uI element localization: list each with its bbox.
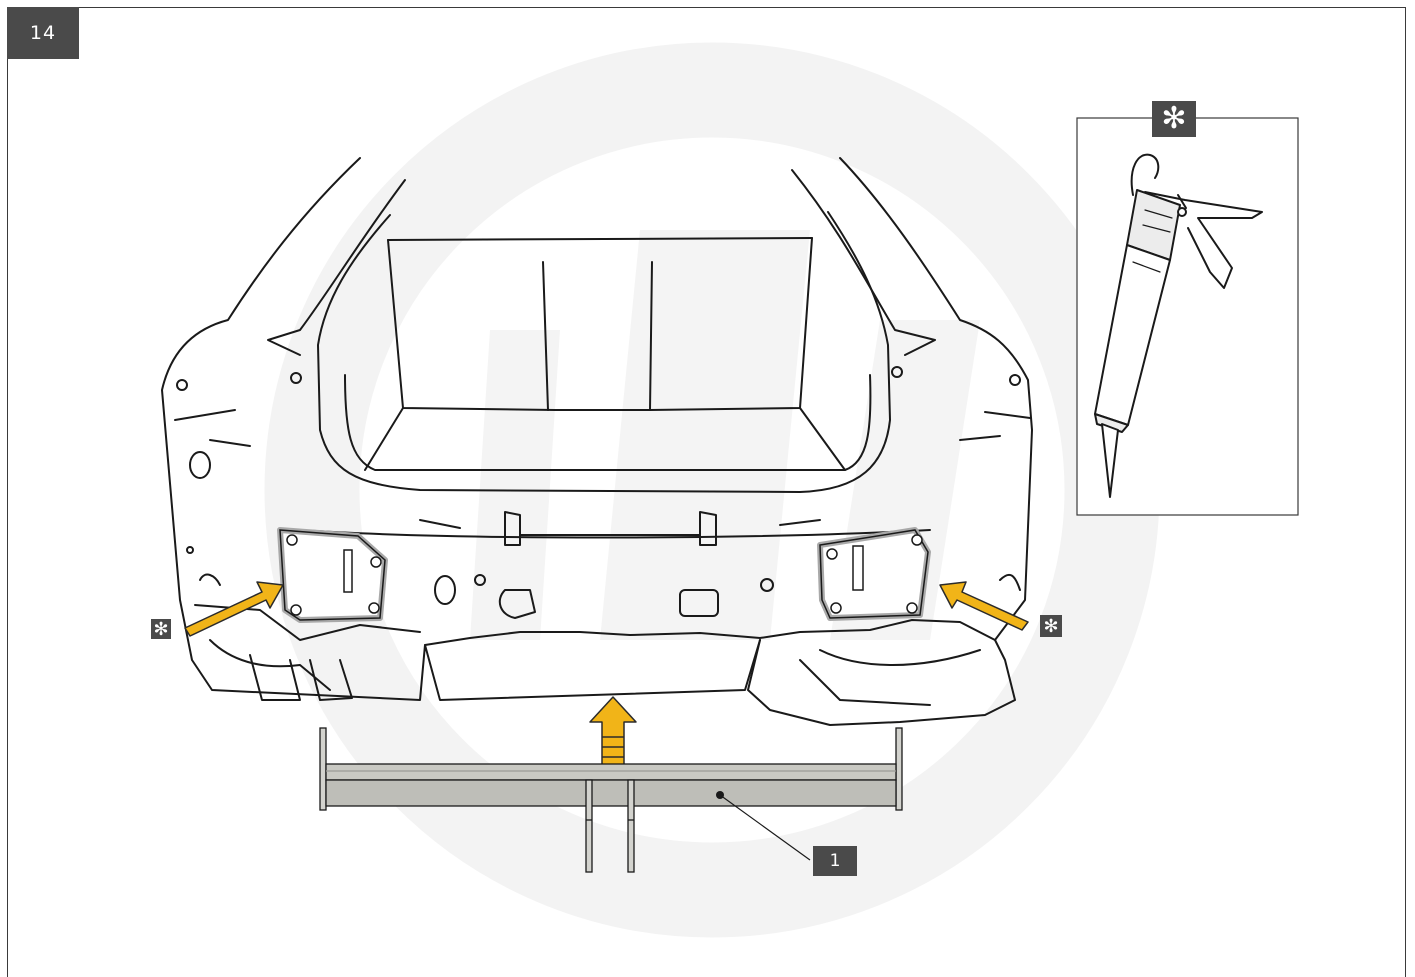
right-pointer-arrow-icon [939, 581, 1029, 631]
step-number-badge: 14 [7, 7, 79, 59]
part-leader-line [716, 791, 811, 861]
car-rear-body [161, 157, 1033, 726]
left-mount-plate [277, 527, 388, 623]
diagram-frame [7, 7, 1406, 977]
reinforcement-bar-part [319, 727, 903, 873]
right-mount-plate [817, 527, 931, 621]
part-number-callout: 1 [813, 846, 857, 876]
inset-star-callout: ✻ [1152, 101, 1196, 137]
sealant-caulking-gun-icon [1094, 153, 1263, 498]
right-star-callout: ✻ [1040, 615, 1062, 637]
up-install-arrow-icon [589, 696, 637, 769]
left-pointer-arrow-icon [184, 581, 284, 637]
left-star-callout: ✻ [151, 619, 171, 640]
